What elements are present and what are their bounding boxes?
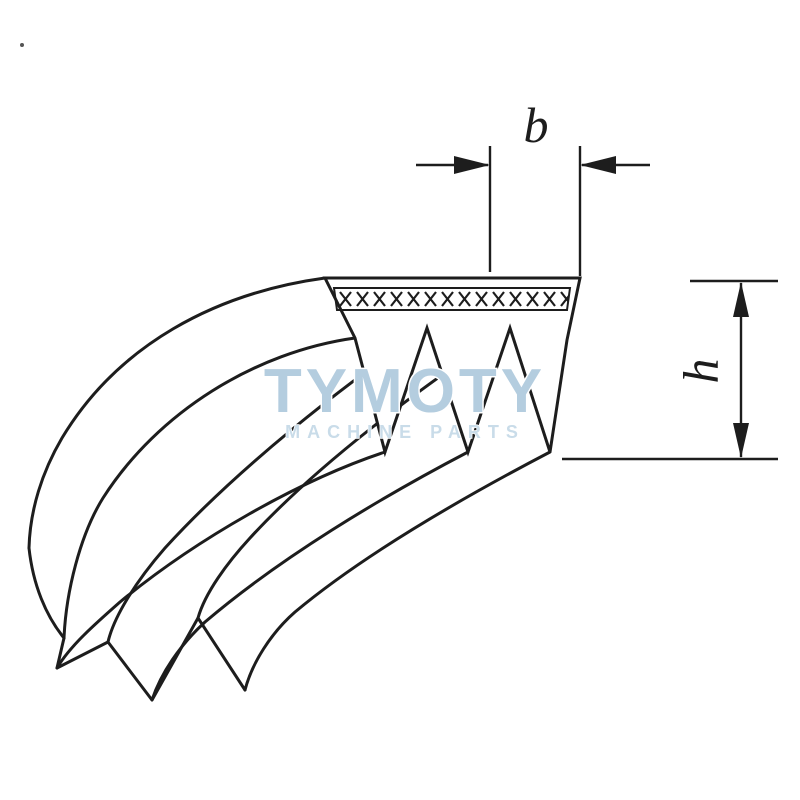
watermark-subtitle: MACHINE PARTS bbox=[285, 422, 525, 442]
rib1-crest-arc bbox=[55, 450, 387, 670]
h-arrowhead-top bbox=[733, 282, 749, 317]
h-arrowhead-bottom bbox=[733, 423, 749, 458]
dimension-b: b bbox=[416, 97, 650, 276]
watermark: TYMOTY MACHINE PARTS bbox=[262, 356, 546, 443]
dimension-h-label: h bbox=[672, 359, 728, 384]
belt-back-outer-arc bbox=[27, 276, 327, 550]
belt-cross-section-outline bbox=[322, 276, 582, 458]
watermark-title: TYMOTY bbox=[264, 357, 546, 426]
groove1-valley-arc bbox=[106, 326, 429, 644]
belt-cut-face-zigzag bbox=[55, 616, 247, 702]
rib2-crest-arc bbox=[150, 450, 470, 702]
rib3-crest-arc bbox=[243, 450, 552, 692]
dimension-b-label: b bbox=[524, 97, 549, 153]
belt-end-edge bbox=[27, 546, 66, 640]
belt-back-inner-arc bbox=[62, 336, 357, 640]
stray-mark bbox=[20, 43, 24, 47]
crosshatch-tension-band bbox=[332, 287, 572, 311]
dimension-h: h bbox=[562, 279, 778, 461]
b-arrowhead-left bbox=[454, 156, 490, 174]
b-arrowhead-right bbox=[580, 156, 616, 174]
